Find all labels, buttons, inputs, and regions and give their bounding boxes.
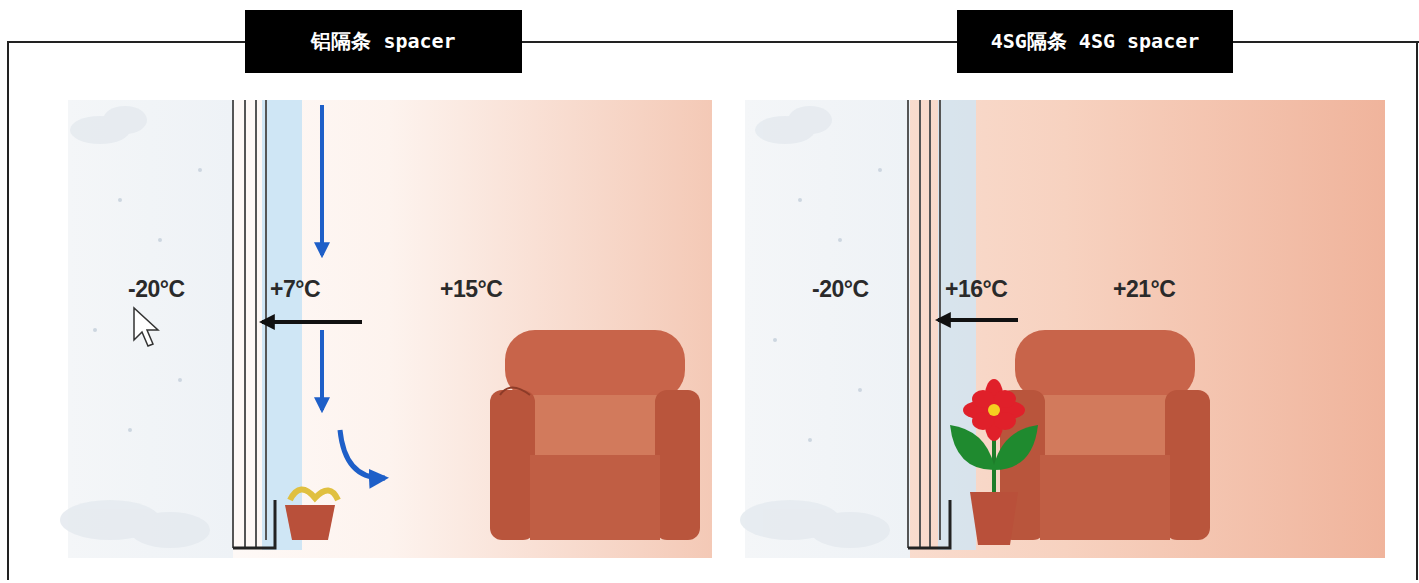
temperature-label: -20°C (128, 276, 185, 303)
tab-label: 4SG隔条 4SG spacer (991, 28, 1200, 55)
temperature-label: +15°C (440, 276, 502, 303)
title-tab: 铝隔条 spacer (245, 10, 522, 73)
temperature-label: +7°C (270, 276, 320, 303)
temperature-label: +21°C (1113, 276, 1175, 303)
temperature-label: -20°C (812, 276, 869, 303)
temperature-label: +16°C (945, 276, 1007, 303)
tab-label: 铝隔条 spacer (311, 28, 455, 55)
title-tab: 4SG隔条 4SG spacer (957, 10, 1233, 73)
